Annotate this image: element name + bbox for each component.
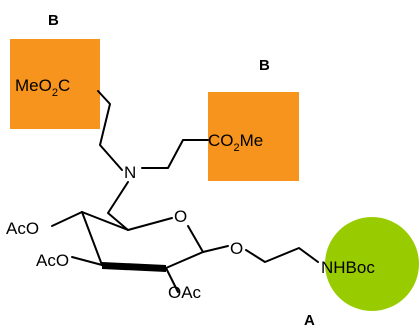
nitrogen-atom: N — [124, 163, 136, 182]
glycosidic-oxygen-atom: O — [230, 239, 243, 258]
ring-oxygen-atom: O — [174, 207, 187, 226]
label-b-right: B — [259, 57, 270, 74]
ester-left-label: MeO2C — [15, 76, 70, 99]
label-b-left: B — [48, 12, 59, 29]
ester-right-label: CO2Me — [208, 131, 263, 154]
acetoxy-bottom: OAc — [168, 283, 202, 302]
acetoxy-mid: AcO — [36, 251, 69, 270]
ester-left-subscript: 2 — [52, 87, 58, 99]
ester-left-tail: C — [58, 76, 70, 95]
label-a: A — [304, 312, 315, 329]
acetoxy-top: AcO — [6, 219, 39, 238]
amine-label: NHBoc — [321, 258, 375, 277]
ester-right-tail: Me — [240, 131, 264, 150]
bond-lines — [51, 90, 319, 293]
ester-right-head: CO — [208, 131, 234, 150]
ester-highlight-box-left — [10, 39, 100, 129]
amine-highlight-circle — [325, 217, 419, 311]
ester-right-subscript: 2 — [234, 142, 240, 154]
ester-left-main: MeO — [15, 76, 52, 95]
ester-highlight-box-right — [208, 92, 299, 181]
wedge-bond — [102, 262, 166, 272]
